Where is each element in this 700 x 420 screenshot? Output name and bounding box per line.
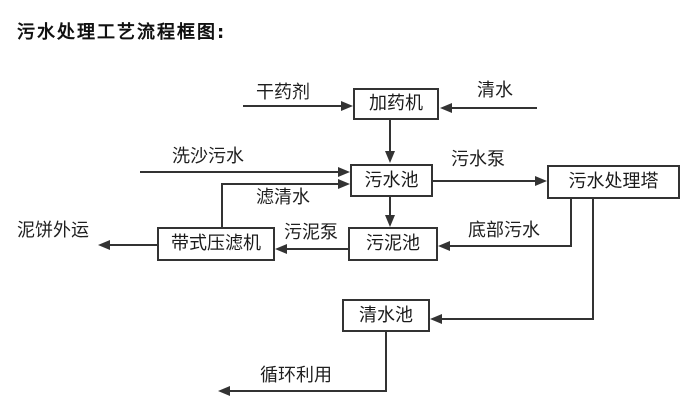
edge-tower-to-clean-drop (592, 199, 594, 320)
edge-mud-cake-line (110, 244, 157, 246)
label-bottom-sewage: 底部污水 (468, 220, 540, 241)
edge-filtered-water-riser (221, 183, 223, 227)
arrowhead-mud-cake (98, 240, 110, 250)
arrowhead-into-sewage-left-2 (338, 179, 350, 189)
label-dry-chemical: 干药剂 (256, 82, 310, 103)
arrowhead-into-clean-right (430, 314, 442, 324)
node-clean-water-pool: 清水池 (342, 299, 430, 332)
arrowhead-into-dosing-left (341, 101, 353, 111)
edge-clean-water-line (452, 107, 537, 109)
label-clean-water: 清水 (477, 80, 513, 101)
node-dosing-machine: 加药机 (353, 88, 439, 120)
arrowhead-into-tower (535, 176, 547, 186)
diagram-title: 污水处理工艺流程框图: (17, 22, 227, 43)
edge-recycling-line (230, 390, 387, 392)
edge-dosing-to-sewage-line (389, 120, 391, 152)
label-sewage-pump: 污水泵 (451, 149, 505, 170)
arrowhead-into-sludge-top (385, 215, 395, 227)
edge-sewage-to-sludge-line (389, 197, 391, 215)
arrowhead-recycling (218, 386, 230, 396)
arrowhead-into-sludge-right (438, 241, 450, 251)
edge-bottom-sewage-drop (570, 199, 572, 247)
label-recycling: 循环利用 (260, 365, 332, 386)
label-mud-cake-outbound: 泥饼外运 (17, 220, 89, 241)
label-filtered-water: 滤清水 (256, 187, 310, 208)
edge-bottom-sewage-line (450, 245, 572, 247)
edge-tower-to-clean-line (442, 318, 594, 320)
node-sludge-pool: 污泥池 (348, 227, 438, 261)
label-sludge-pump: 污泥泵 (284, 222, 338, 243)
edge-dry-chemical-line (243, 105, 342, 107)
edge-recycling-drop (385, 332, 387, 391)
node-sewage-pool: 污水池 (350, 164, 433, 197)
edge-sand-washing-line (140, 171, 339, 173)
arrowhead-into-press-right (275, 244, 287, 254)
arrowhead-into-sewage-left-1 (338, 167, 350, 177)
edge-sludge-pump-line (287, 248, 348, 250)
arrowhead-into-sewage-top (385, 151, 395, 163)
label-sand-washing-sewage: 洗沙污水 (172, 146, 244, 167)
edge-sewage-pump-line (433, 180, 536, 182)
edge-filtered-water-line (221, 183, 339, 185)
node-treatment-tower: 污水处理塔 (547, 165, 680, 199)
node-belt-filter-press: 带式压滤机 (157, 227, 275, 261)
arrowhead-into-dosing-right (440, 103, 452, 113)
